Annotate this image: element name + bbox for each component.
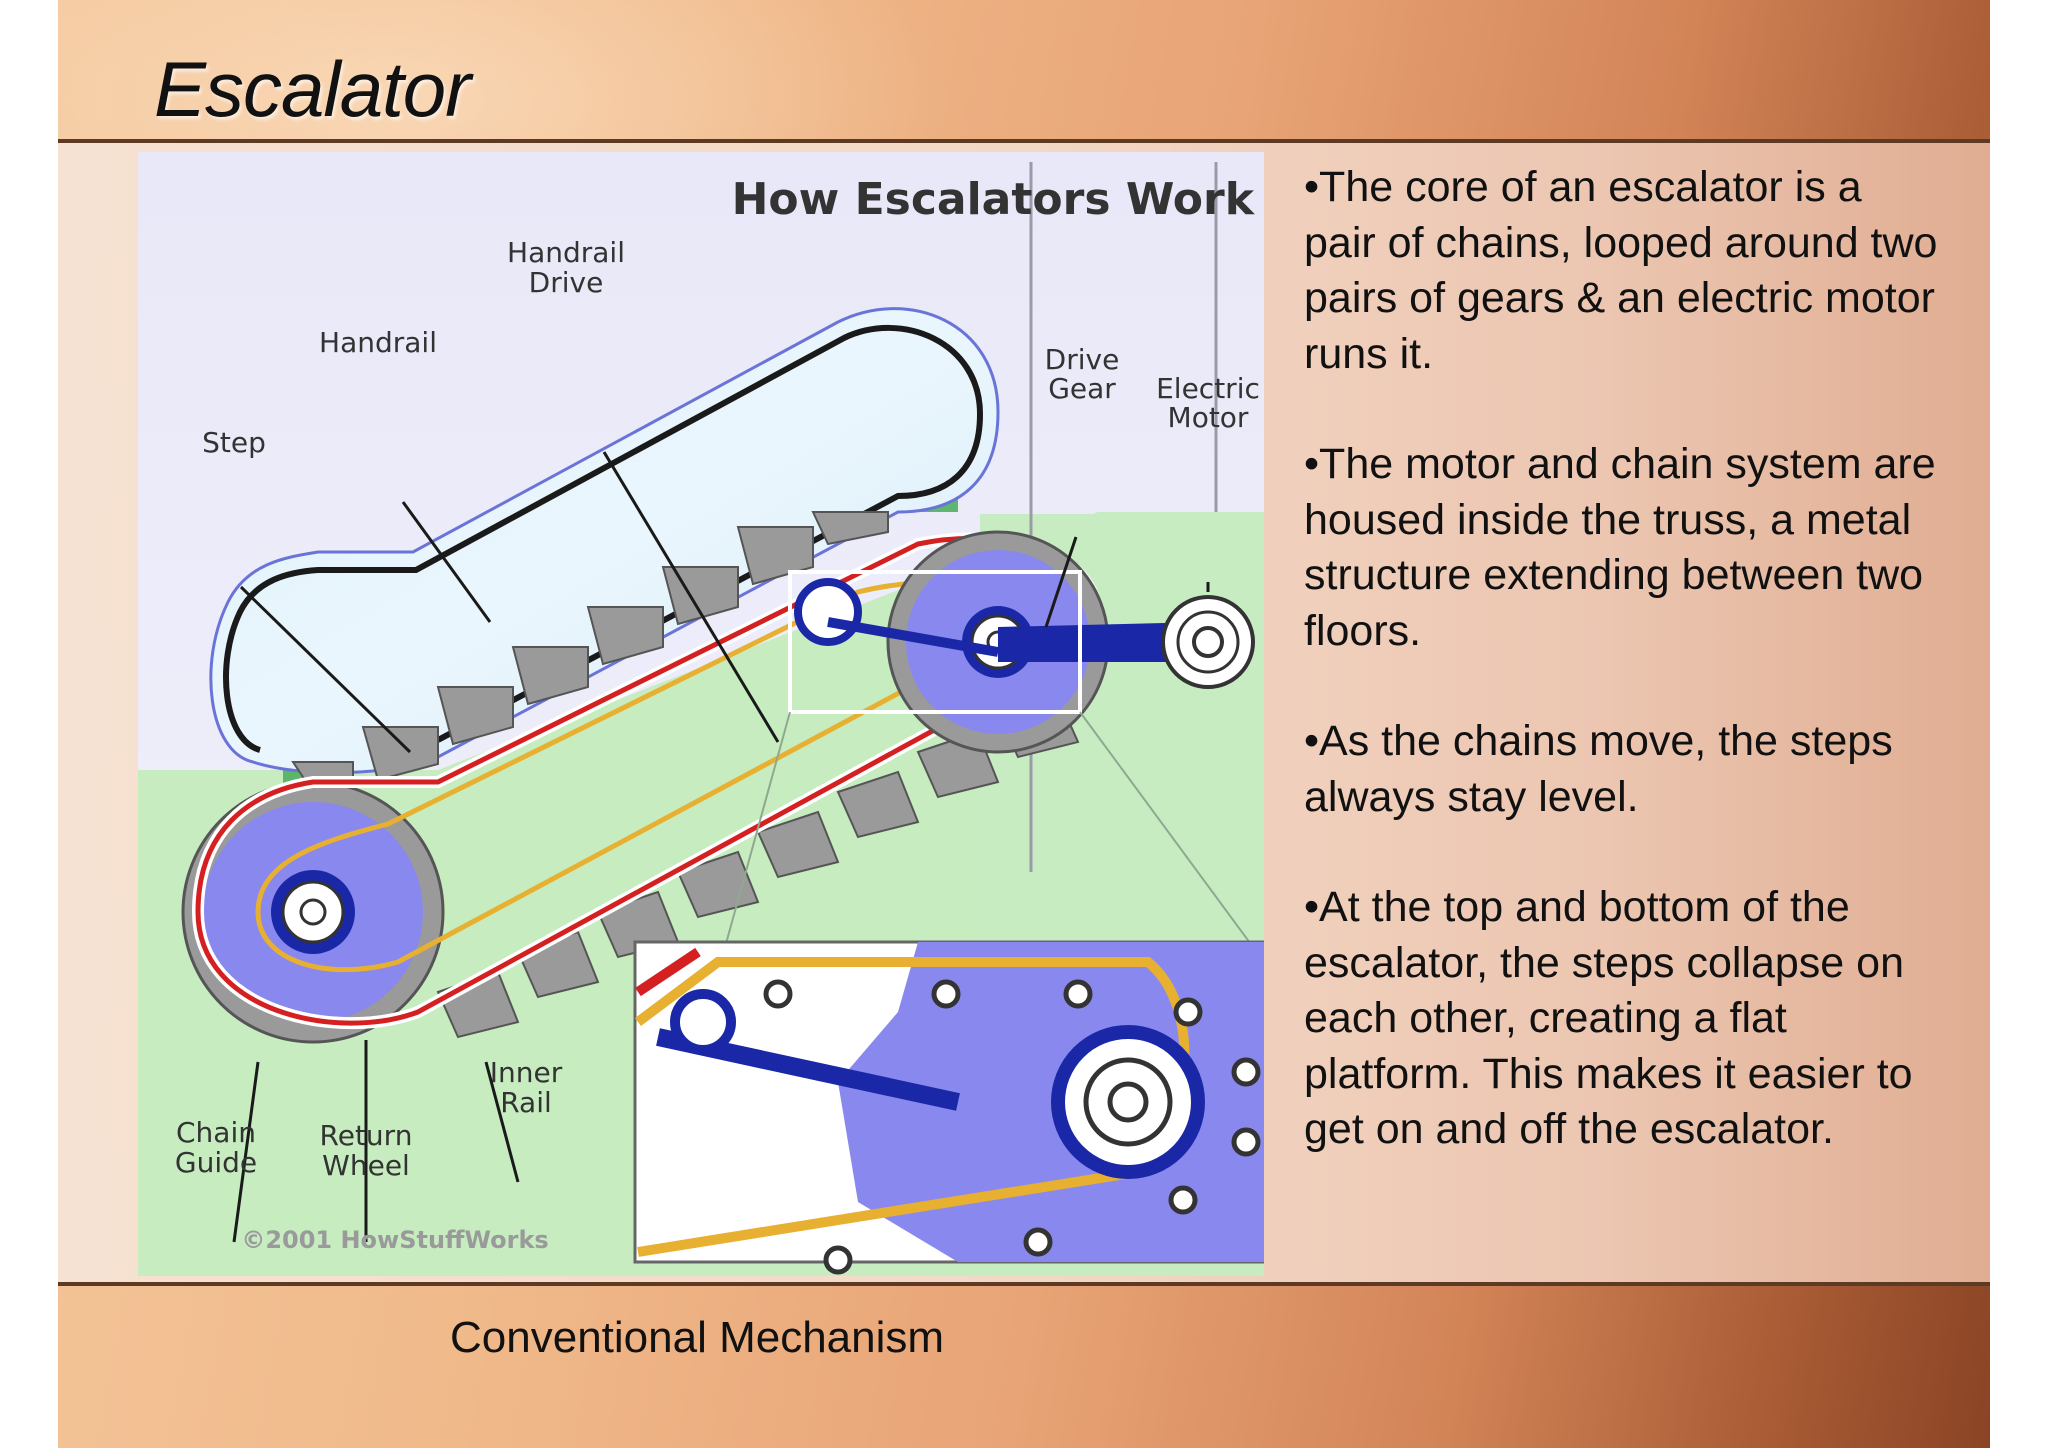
- label-handrail-drive: Handrail: [507, 236, 625, 269]
- bullet-item: •The motor and chain system are housed i…: [1304, 440, 1936, 655]
- label-handrail: Handrail: [319, 326, 437, 359]
- zoom-guide: [1079, 711, 1264, 963]
- leader-lines: [232, 451, 1210, 1243]
- bullet-item: •As the chains move, the steps always st…: [1304, 717, 1893, 821]
- title-rule: [58, 139, 1990, 143]
- handrail-drive-wheel: [794, 578, 862, 646]
- label-electric-motor: Motor: [1168, 401, 1249, 434]
- label-drive-gear: Gear: [1048, 372, 1116, 405]
- steps-upper: [291, 511, 889, 794]
- bullet-list: •The core of an escalator is a pair of c…: [1304, 160, 1944, 1213]
- footer-rule: [58, 1282, 1990, 1286]
- label-return-wheel: Return: [320, 1119, 413, 1152]
- label-drive-gear: Drive: [1045, 343, 1120, 376]
- label-electric-motor: Electric: [1156, 372, 1260, 405]
- slide: Escalator: [58, 0, 1990, 1448]
- copyright: ©2001 HowStuffWorks: [241, 1226, 548, 1254]
- motor-belt: [998, 622, 1208, 662]
- diagram-heading: How Escalators Work: [732, 174, 1256, 225]
- slide-title: Escalator: [154, 45, 471, 133]
- label-chain-guide: Guide: [175, 1146, 257, 1179]
- electric-motor-axle: [1192, 626, 1224, 658]
- figure-caption: Conventional Mechanism: [450, 1313, 945, 1362]
- escalator-diagram: How Escalators Work Handrail Drive Handr…: [138, 152, 1264, 1276]
- label-return-wheel: Wheel: [322, 1149, 410, 1182]
- bottom-gear-axle: [299, 898, 327, 926]
- label-handrail-drive: Drive: [529, 266, 604, 299]
- bullet-item: •At the top and bottom of the escalator,…: [1304, 883, 1913, 1153]
- label-step: Step: [202, 426, 266, 459]
- label-inner-rail: Inner: [490, 1056, 563, 1089]
- handrail: [223, 325, 984, 753]
- label-inner-rail: Rail: [500, 1086, 552, 1119]
- drive-belt: [827, 617, 999, 657]
- label-chain-guide: Chain: [176, 1116, 256, 1149]
- bullet-item: •The core of an escalator is a pair of c…: [1304, 163, 1938, 378]
- zoom-box: [788, 570, 1082, 714]
- zoom-inset: [633, 940, 1264, 1275]
